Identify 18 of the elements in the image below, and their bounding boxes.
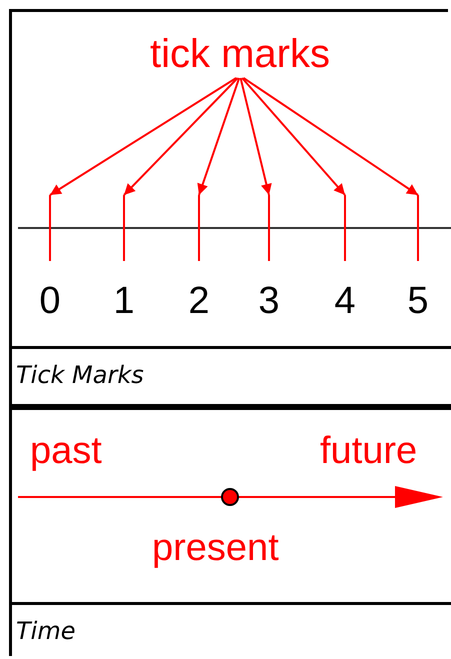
tick-number: 5 [406,280,430,324]
tick-mark [49,195,51,261]
tick-number: 1 [112,280,136,324]
tick-mark [198,195,200,261]
figure-caption: Tick Marks [16,362,144,390]
tick-number: 2 [187,280,211,324]
tick-number: 4 [333,280,357,324]
callout-label: tick marks [135,30,345,78]
tick-mark [123,195,125,261]
tick-mark [417,195,419,261]
text-label: present [152,527,279,571]
tick-number: 3 [257,280,281,324]
tick-mark [268,195,270,261]
tick-mark [344,195,346,261]
figure-caption: Time [16,618,76,646]
text-label: future [320,430,418,474]
text-label: past [30,430,102,474]
tick-number: 0 [38,280,62,324]
